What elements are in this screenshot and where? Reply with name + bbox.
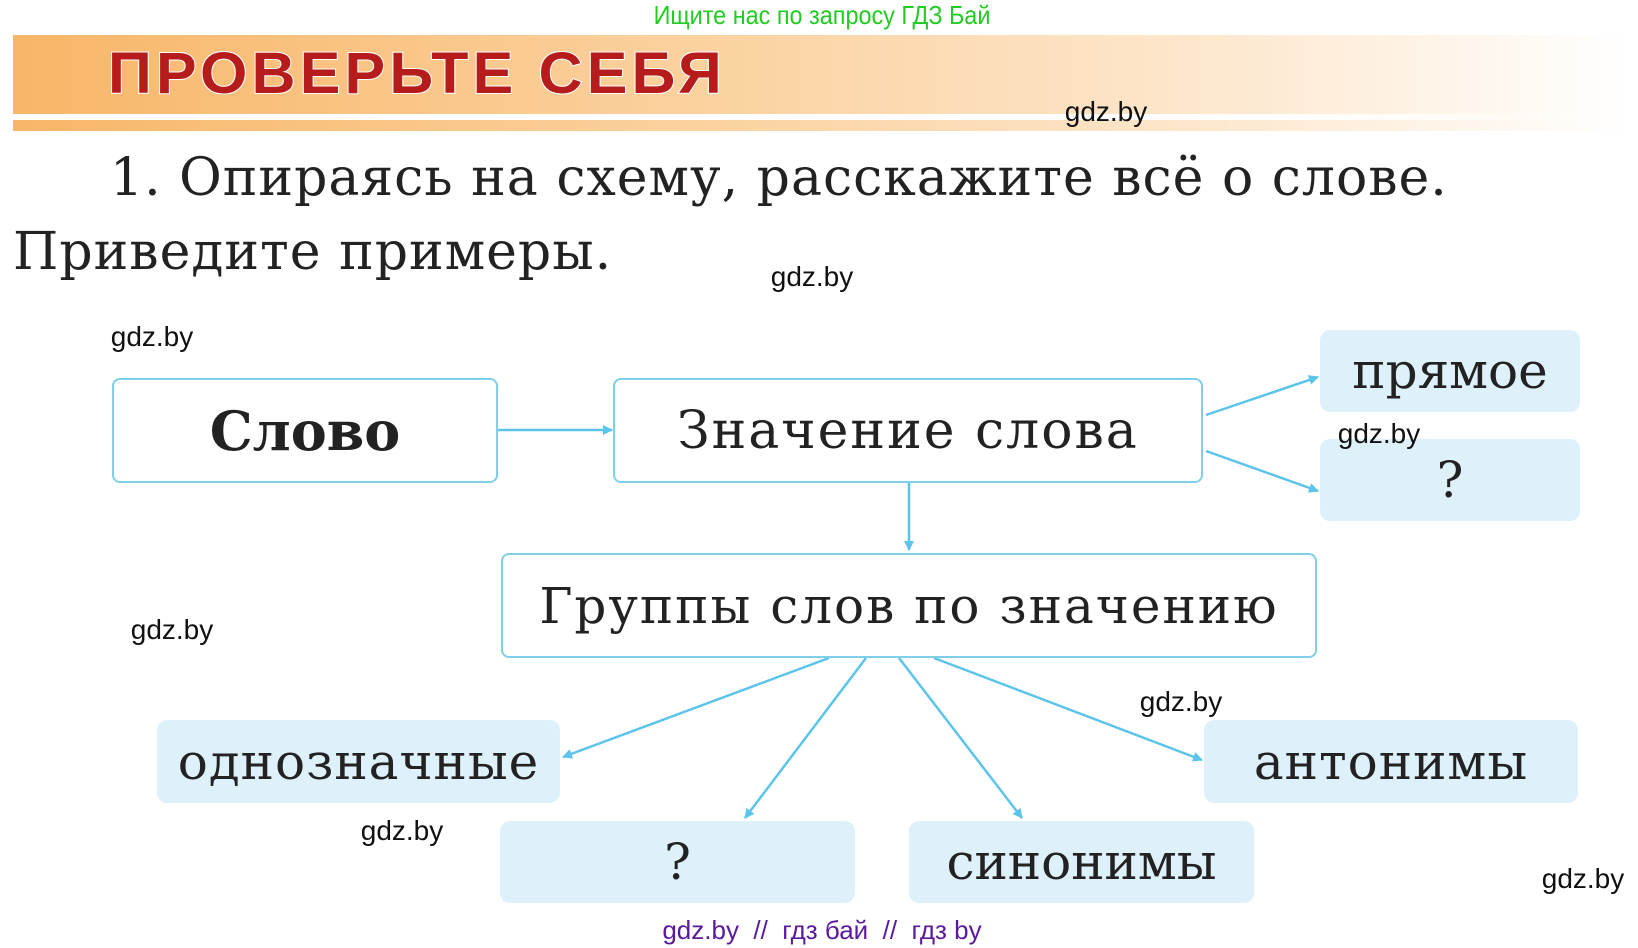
watermark: gdz.by <box>360 815 444 846</box>
antonyms-box: антонимы <box>1204 720 1578 803</box>
arrow-groups-to-single <box>562 656 830 759</box>
section-title: ПРОВЕРЬТЕ СЕБЯ <box>107 40 726 107</box>
watermark: gdz.by <box>1064 96 1148 127</box>
watermark: gdz.by <box>1139 686 1223 717</box>
arrow-groups-to-synonyms <box>898 657 1023 819</box>
arrow-groups-to-antonyms <box>933 656 1203 762</box>
watermark: gdz.by <box>130 614 214 645</box>
direct-meaning-box: прямое <box>1320 330 1580 412</box>
arrow-meaning-to-unknown <box>1205 449 1319 493</box>
single-meaning-box: однозначные <box>157 720 560 803</box>
groups-box: Группы слов по значению <box>501 553 1317 658</box>
task-line-2: Приведите примеры. <box>13 222 613 282</box>
arrow-groups-to-unknown <box>744 657 867 819</box>
banner-stripe <box>13 114 1628 120</box>
task-line-1: 1. Опираясь на схему, расскажите всё о с… <box>110 148 1448 208</box>
unknown-group-box: ? <box>500 821 855 903</box>
arrow-meaning-to-direct <box>1205 375 1319 417</box>
watermark: gdz.by <box>770 261 854 292</box>
footer-watermark: gdz.by // гдз бай // гдз by <box>662 915 982 945</box>
unknown-meaning-box: ? <box>1320 439 1580 521</box>
watermark: gdz.by <box>1541 863 1625 894</box>
watermark: gdz.by <box>1337 418 1421 449</box>
search-hint: Ищите нас по запросу ГДЗ Бай <box>653 0 991 30</box>
synonyms-box: синонимы <box>909 821 1254 903</box>
watermark: gdz.by <box>110 321 194 352</box>
word-box: Слово <box>112 378 498 483</box>
meaning-box: Значение слова <box>613 378 1203 483</box>
